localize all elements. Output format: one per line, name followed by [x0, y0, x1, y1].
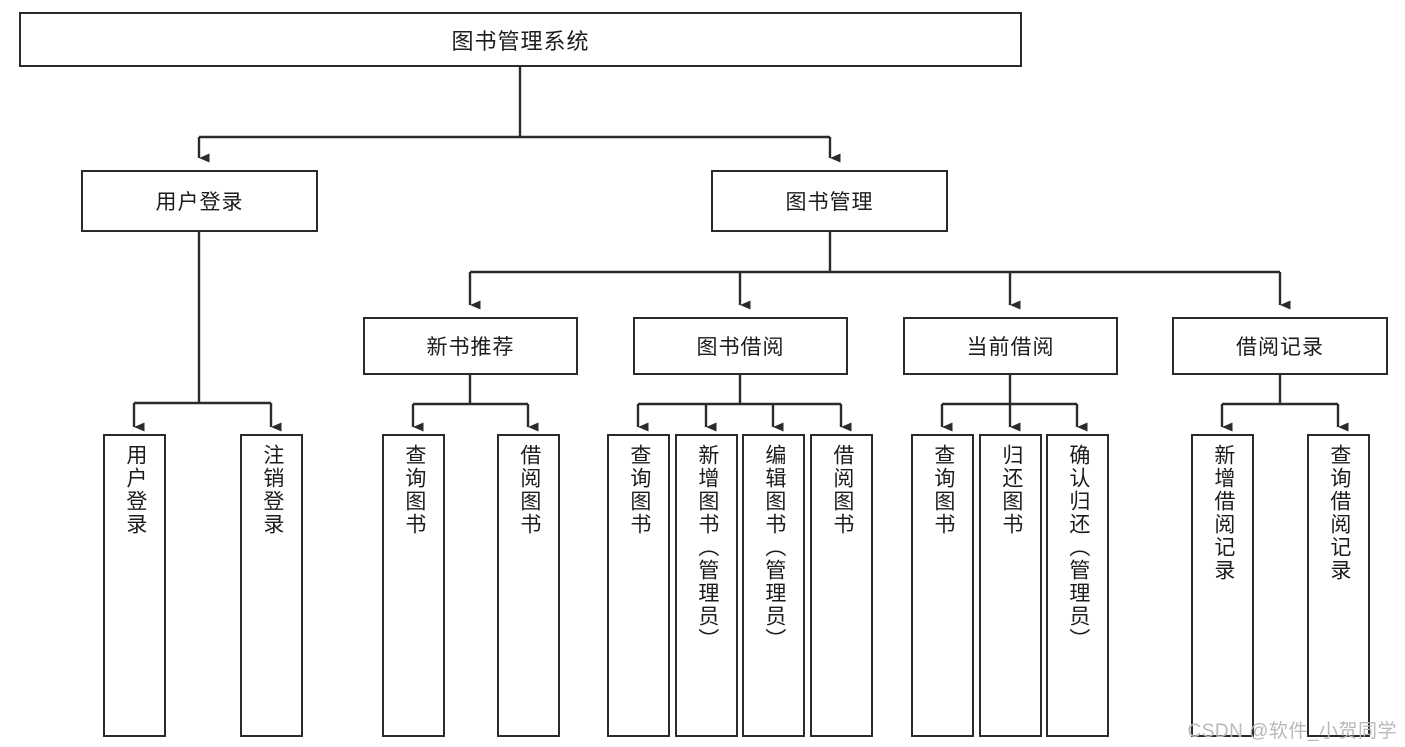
node-user-login[interactable]: 用户登录 [81, 170, 318, 232]
leaf-rec-add-label: 新增借阅记录 [1211, 444, 1235, 582]
node-current-borrow-label: 当前借阅 [966, 336, 1055, 359]
leaf-rec-add[interactable]: 新增借阅记录 [1191, 434, 1254, 737]
leaf-borrow-add[interactable]: 新增图书（管理员） [675, 434, 738, 737]
leaf-cur-confirm-label: 确认归还（管理员） [1066, 444, 1090, 651]
leaf-rec-borrow-label: 借阅图书 [517, 444, 541, 536]
leaf-rec-borrow[interactable]: 借阅图书 [497, 434, 560, 737]
leaf-borrow-query-label: 查询图书 [627, 444, 651, 536]
leaf-cur-confirm[interactable]: 确认归还（管理员） [1046, 434, 1109, 737]
node-borrow-record-label: 借阅记录 [1236, 336, 1324, 359]
leaf-cur-return-label: 归还图书 [999, 444, 1023, 536]
node-new-book-recommend[interactable]: 新书推荐 [363, 317, 578, 375]
leaf-user-login-label: 用户登录 [123, 444, 147, 536]
node-book-manage-label: 图书管理 [785, 191, 874, 214]
leaf-rec-query-label: 查询图书 [402, 444, 426, 536]
node-user-login-label: 用户登录 [155, 191, 244, 214]
node-borrow-record[interactable]: 借阅记录 [1172, 317, 1388, 375]
leaf-rec-query[interactable]: 查询图书 [382, 434, 445, 737]
node-root-label: 图书管理系统 [451, 28, 590, 54]
leaf-rec-query-record-label: 查询借阅记录 [1327, 444, 1351, 582]
leaf-borrow-lend[interactable]: 借阅图书 [810, 434, 873, 737]
leaf-borrow-add-label: 新增图书（管理员） [695, 444, 719, 651]
node-book-manage[interactable]: 图书管理 [711, 170, 948, 232]
node-current-borrow[interactable]: 当前借阅 [903, 317, 1118, 375]
leaf-rec-query-record[interactable]: 查询借阅记录 [1307, 434, 1370, 737]
watermark-text: CSDN @软件_小贺同学 [1187, 721, 1397, 742]
leaf-user-login[interactable]: 用户登录 [103, 434, 166, 737]
leaf-cur-query-label: 查询图书 [931, 444, 955, 536]
leaf-cur-query[interactable]: 查询图书 [911, 434, 974, 737]
leaf-cur-return[interactable]: 归还图书 [979, 434, 1042, 737]
leaf-borrow-query[interactable]: 查询图书 [607, 434, 670, 737]
node-new-book-recommend-label: 新书推荐 [426, 336, 515, 359]
node-book-borrow-label: 图书借阅 [696, 336, 785, 359]
leaf-borrow-edit-label: 编辑图书（管理员） [762, 444, 786, 651]
leaf-borrow-lend-label: 借阅图书 [830, 444, 854, 536]
leaf-user-logout-label: 注销登录 [260, 444, 284, 536]
node-root[interactable]: 图书管理系统 [19, 12, 1022, 67]
leaf-borrow-edit[interactable]: 编辑图书（管理员） [742, 434, 805, 737]
node-book-borrow[interactable]: 图书借阅 [633, 317, 848, 375]
leaf-user-logout[interactable]: 注销登录 [240, 434, 303, 737]
